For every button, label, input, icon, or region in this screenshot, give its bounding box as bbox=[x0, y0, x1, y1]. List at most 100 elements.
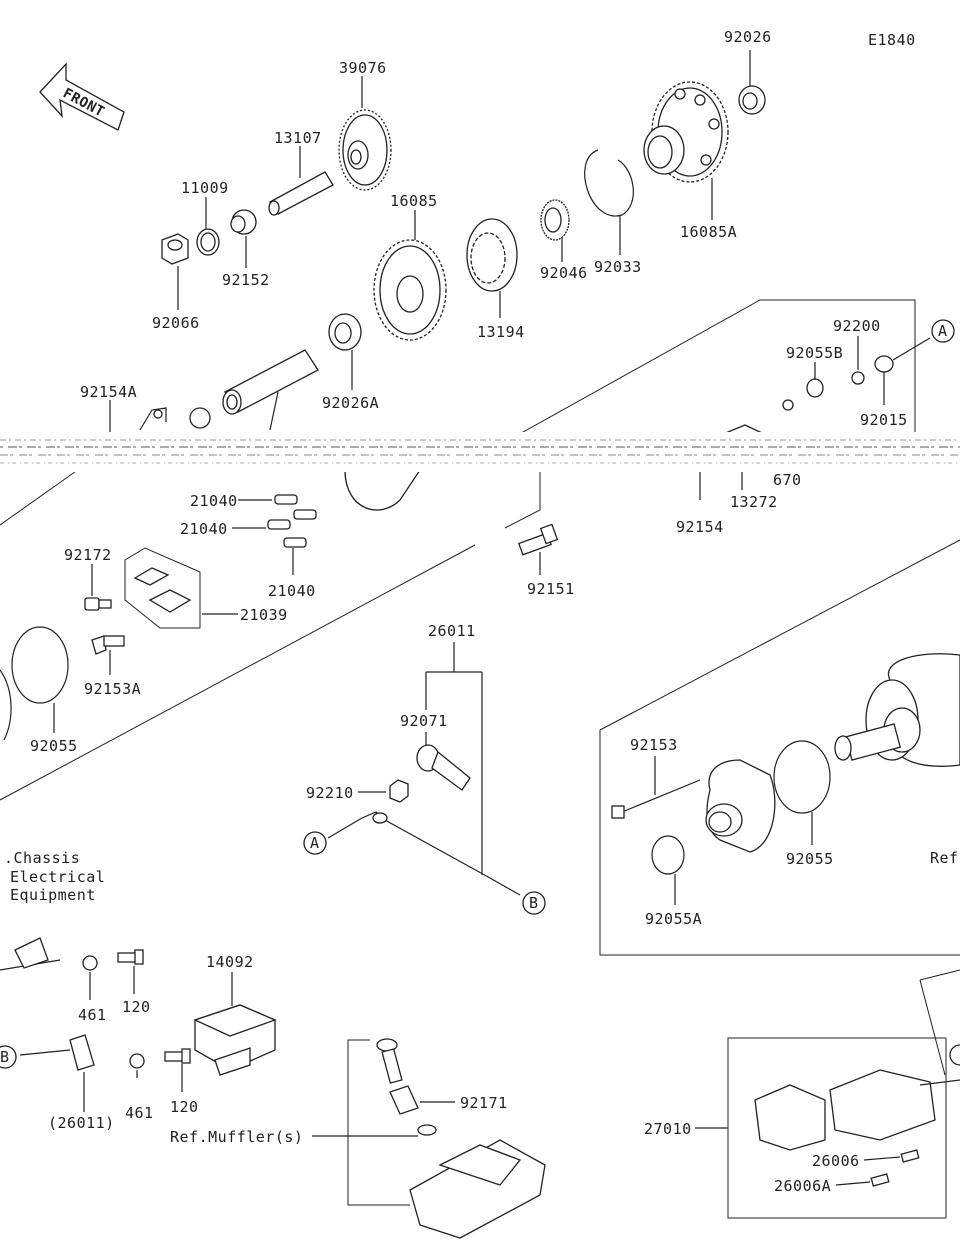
nut-92015 bbox=[874, 355, 894, 373]
callout-A-upper: A bbox=[931, 319, 955, 343]
label-92154: 92154 bbox=[676, 518, 724, 536]
diagram-code: E1840 bbox=[868, 31, 916, 49]
screw-120-a bbox=[117, 949, 144, 965]
label-92200: 92200 bbox=[833, 317, 881, 335]
label-120-a: 120 bbox=[122, 998, 151, 1016]
ref-chassis-line2: Electrical bbox=[10, 868, 105, 886]
end-cover bbox=[344, 469, 422, 511]
clip-92171 bbox=[389, 1085, 419, 1115]
label-92055-right: 92055 bbox=[786, 850, 834, 868]
label-92152: 92152 bbox=[222, 271, 270, 289]
ref-chassis-line1: .Chassis bbox=[4, 849, 80, 867]
label-13107: 13107 bbox=[274, 129, 322, 147]
label-21040-a: 21040 bbox=[190, 492, 238, 510]
ref-chassis-line3: Equipment bbox=[10, 886, 96, 904]
callout-A2-text: A bbox=[310, 834, 320, 852]
fuse-26006 bbox=[900, 1149, 920, 1163]
label-461-b: 461 bbox=[125, 1104, 154, 1122]
washer-92026 bbox=[738, 85, 766, 115]
callout-B-left: B bbox=[0, 1045, 17, 1069]
label-11009: 11009 bbox=[181, 179, 229, 197]
bolt-92151 bbox=[518, 523, 559, 556]
screw-120-b bbox=[164, 1048, 191, 1064]
bolt-92153A bbox=[91, 635, 125, 655]
relay-14092 bbox=[193, 1004, 277, 1076]
washer-92055B bbox=[782, 378, 824, 411]
label-461-a: 461 bbox=[78, 1006, 107, 1024]
scan-artifact-band bbox=[0, 432, 960, 472]
end-housing bbox=[705, 759, 776, 853]
label-92172: 92172 bbox=[64, 546, 112, 564]
gear-16085 bbox=[373, 239, 447, 341]
front-arrow-icon: FRONT bbox=[39, 62, 125, 131]
label-92026A: 92026A bbox=[322, 394, 379, 412]
label-92151: 92151 bbox=[527, 580, 575, 598]
callout-B2-text: B bbox=[0, 1048, 10, 1066]
label-92033: 92033 bbox=[594, 258, 642, 276]
o-ring-92055-right bbox=[773, 740, 831, 814]
snap-ring-92033 bbox=[584, 149, 634, 217]
label-16085A: 16085A bbox=[680, 223, 737, 241]
o-ring-92055-left bbox=[11, 626, 69, 704]
bolt-92153 bbox=[611, 779, 701, 819]
cable-starter bbox=[327, 811, 521, 896]
label-92055B: 92055B bbox=[786, 344, 843, 362]
label-39076: 39076 bbox=[339, 59, 387, 77]
starter-motor bbox=[834, 653, 960, 767]
label-92066: 92066 bbox=[152, 314, 200, 332]
frame-lines bbox=[0, 299, 960, 1076]
washer-92026A bbox=[328, 313, 362, 351]
label-21040-c: 21040 bbox=[268, 582, 316, 600]
nut-92210 bbox=[389, 779, 409, 803]
label-92026: 92026 bbox=[724, 28, 772, 46]
label-92210: 92210 bbox=[306, 784, 354, 802]
label-92154A: 92154A bbox=[80, 383, 137, 401]
label-92055-left: 92055 bbox=[30, 737, 78, 755]
bolt-muffler bbox=[376, 1038, 403, 1084]
callout-B-right: B bbox=[522, 891, 546, 915]
bolt-92172 bbox=[84, 597, 112, 611]
o-ring-92055A bbox=[651, 835, 685, 875]
label-16085: 16085 bbox=[390, 192, 438, 210]
callout-A-text: A bbox=[938, 322, 948, 340]
fuse-26006A bbox=[870, 1173, 890, 1187]
washer-461-a bbox=[82, 955, 98, 971]
ref-mufflers-label: Ref.Muffler(s) bbox=[170, 1128, 303, 1146]
label-92153A: 92153A bbox=[84, 680, 141, 698]
label-670: 670 bbox=[773, 471, 802, 489]
label-13194: 13194 bbox=[477, 323, 525, 341]
label-92015: 92015 bbox=[860, 411, 908, 429]
gear-16085A bbox=[643, 81, 729, 183]
plug-92066 bbox=[161, 233, 189, 265]
label-21039: 21039 bbox=[240, 606, 288, 624]
relay-27010 bbox=[754, 1069, 960, 1151]
boot-92071 bbox=[416, 744, 471, 791]
sensor-housing bbox=[409, 1124, 546, 1239]
label-92153: 92153 bbox=[630, 736, 678, 754]
label-26011: 26011 bbox=[428, 622, 476, 640]
collar-92152 bbox=[230, 209, 257, 235]
washer-461-b bbox=[129, 1053, 145, 1069]
label-26006A: 26006A bbox=[774, 1177, 831, 1195]
washer-92200 bbox=[851, 371, 865, 385]
ref-right-label: Ref bbox=[930, 849, 959, 867]
label-92071: 92071 bbox=[400, 712, 448, 730]
callout-B-text: B bbox=[529, 894, 539, 912]
label-92055A: 92055A bbox=[645, 910, 702, 928]
clutch-13194 bbox=[466, 218, 518, 292]
label-14092: 14092 bbox=[206, 953, 254, 971]
terminal-left-lower bbox=[19, 1034, 95, 1071]
brush-holder-21039 bbox=[124, 547, 201, 629]
bearing-92046 bbox=[540, 199, 570, 241]
label-21040-b: 21040 bbox=[180, 520, 228, 538]
plate-92154A bbox=[139, 407, 211, 431]
label-92046: 92046 bbox=[540, 264, 588, 282]
label-13272: 13272 bbox=[730, 493, 778, 511]
label-26011-b: (26011) bbox=[48, 1114, 115, 1132]
callout-A-lower: A bbox=[303, 831, 327, 855]
shaft-13272-upper bbox=[222, 349, 319, 415]
label-27010: 27010 bbox=[644, 1120, 692, 1138]
label-120-b: 120 bbox=[170, 1098, 199, 1116]
gear-39076 bbox=[338, 109, 392, 191]
